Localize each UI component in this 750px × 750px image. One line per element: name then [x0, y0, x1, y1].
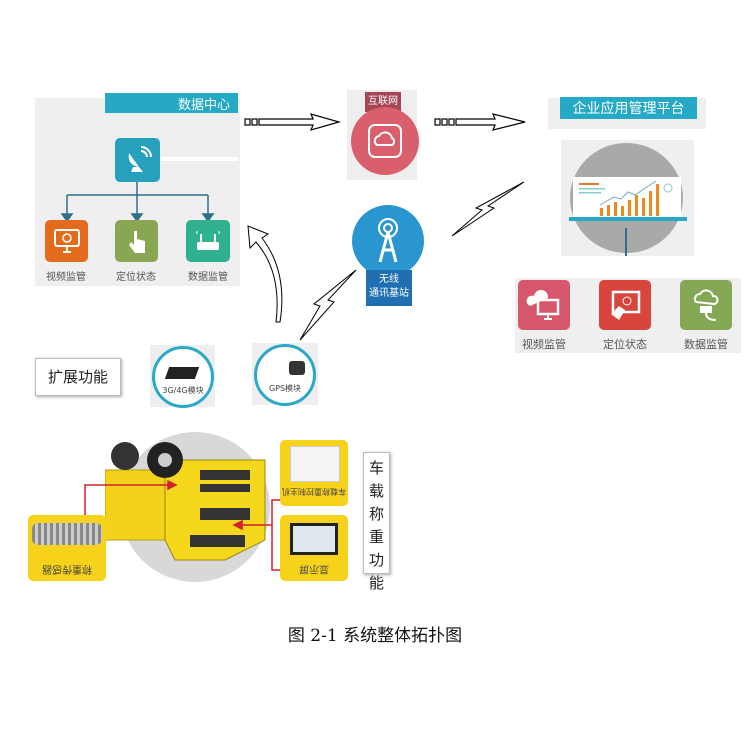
3g-module-icon: 3G/4G模块: [152, 346, 214, 408]
dc-item-label: 视频监管: [46, 272, 86, 283]
cloud-plug-icon: [680, 280, 732, 330]
truck-icon: [105, 442, 266, 561]
platform-item-label: 数据监管: [684, 338, 728, 351]
module-label: 3G/4G模块: [162, 386, 204, 395]
title-char: 重: [368, 528, 384, 546]
satellite-dish-icon: [115, 138, 160, 182]
sensor-icon: [32, 523, 102, 545]
signal-tower-icon: [352, 205, 424, 277]
platform-item-label: 视频监管: [522, 338, 566, 351]
controller-box: 车载称重控制主机: [280, 440, 348, 506]
dc-item-label: 定位状态: [116, 272, 156, 283]
arrow-up-line: [625, 228, 627, 256]
router-icon: [186, 220, 230, 262]
touch-hand-icon: [115, 220, 158, 262]
title-char: 载: [368, 482, 384, 500]
gps-module-icon: GPS模块: [254, 344, 316, 406]
sensor-label: 称重传感器: [42, 563, 92, 574]
touch-screen-icon: [599, 280, 651, 330]
cloud-monitor-icon: [518, 280, 570, 330]
device-icon: [164, 367, 200, 379]
connection-lines: [84, 479, 280, 571]
title-char: 能: [368, 574, 384, 592]
display-box: 显示屏: [280, 515, 348, 581]
video-monitor-icon: [45, 220, 88, 262]
figure-caption: 图 2-1 系统整体拓扑图: [287, 626, 463, 646]
title-char: 功: [368, 551, 384, 569]
connector-line: [160, 157, 238, 161]
wireless-signal-icon: [451, 181, 525, 237]
arrow-right-icon: [434, 113, 526, 131]
base-station-label-line1: 无线: [379, 274, 399, 285]
curved-arrow-icon: [247, 225, 283, 323]
controller-device-icon: [290, 446, 340, 482]
base-station-label: 无线 通讯基站: [366, 270, 412, 306]
tree-arrows: [60, 182, 215, 223]
module-label: GPS模块: [268, 384, 302, 393]
title-char: 称: [368, 505, 384, 523]
screen: [293, 526, 335, 552]
display-label: 显示屏: [299, 563, 329, 574]
title-char: 车: [368, 459, 384, 477]
display-screen-icon: [290, 523, 338, 555]
weighing-title: 车 载 称 重 功 能: [363, 452, 390, 592]
dc-item-label: 数据监管: [188, 272, 228, 283]
chart-screen-icon: [569, 177, 687, 221]
platform-title: 企业应用管理平台: [560, 97, 697, 119]
sensor-box: 称重传感器: [28, 515, 106, 581]
cloud-icon: [351, 107, 419, 175]
platform-item-label: 定位状态: [603, 338, 647, 351]
extension-title: 扩展功能: [35, 358, 121, 396]
arrow-right-icon: [244, 113, 342, 131]
data-center-title: 数据中心: [105, 93, 238, 113]
base-station-label-line2: 通讯基站: [369, 288, 409, 299]
wireless-signal-icon: [299, 269, 357, 341]
antenna-icon: [289, 361, 305, 375]
controller-label: 车载称重控制主机: [282, 487, 346, 496]
